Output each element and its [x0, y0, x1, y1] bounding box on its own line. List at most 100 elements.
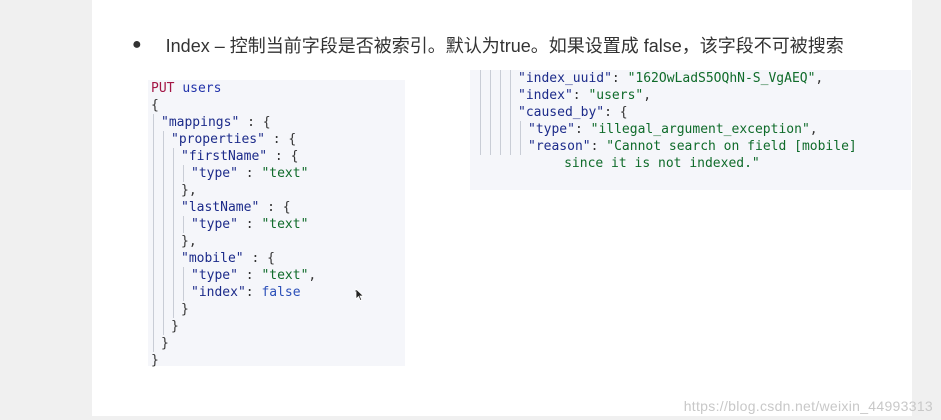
indent-guide	[153, 318, 161, 335]
code-line: "index_uuid": "162OwLadS5OQhN-S_VgAEQ",	[478, 70, 911, 87]
code-token: ,	[308, 268, 317, 283]
code-token: "text"	[261, 217, 309, 232]
indent-guide	[490, 121, 498, 138]
indent-guide	[163, 165, 171, 182]
code-token: :	[572, 88, 589, 103]
bullet-dot-icon: ●	[132, 36, 142, 53]
code-token: users	[182, 81, 222, 96]
indent-guide	[480, 121, 488, 138]
indent-guide	[490, 138, 498, 155]
indent-guide	[490, 104, 498, 121]
code-line: PUT users	[151, 80, 405, 97]
code-token: PUT	[151, 81, 183, 96]
indent-guide	[153, 216, 161, 233]
code-token: "firstName"	[181, 149, 268, 164]
request-code-block: PUT users{"mappings" : {"properties" : {…	[148, 80, 405, 368]
code-token: : {	[604, 105, 628, 120]
indent-guide	[490, 87, 498, 104]
indent-guide	[500, 70, 508, 87]
code-line: "type" : "text"	[151, 165, 405, 182]
indent-guide	[520, 121, 528, 138]
code-token: "type"	[528, 122, 575, 137]
indent-guide	[173, 182, 181, 199]
indent-guide	[173, 199, 181, 216]
indent-guide	[153, 131, 161, 148]
code-line: {	[151, 97, 405, 114]
code-token: "users"	[588, 88, 644, 103]
indent-guide	[520, 138, 528, 155]
code-line: "type" : "text"	[151, 216, 405, 233]
code-token: :	[237, 217, 262, 232]
indent-guide	[153, 335, 161, 352]
code-token: "Cannot search on field [mobile]	[606, 139, 857, 154]
code-line: "mappings" : {	[151, 114, 405, 131]
indent-guide	[183, 267, 191, 284]
indent-guide	[163, 182, 171, 199]
indent-guide	[183, 284, 191, 301]
code-token: "type"	[191, 268, 238, 283]
code-token: },	[181, 234, 197, 249]
code-token: "162OwLadS5OQhN-S_VgAEQ"	[627, 71, 816, 86]
indent-guide	[173, 216, 181, 233]
code-token: ,	[815, 71, 824, 86]
code-line: },	[151, 182, 405, 199]
code-token: }	[161, 336, 169, 351]
indent-guide	[173, 165, 181, 182]
indent-guide	[510, 87, 518, 104]
indent-guide	[183, 165, 191, 182]
indent-guide	[153, 114, 161, 131]
code-token: : {	[259, 200, 291, 215]
indent-guide	[163, 250, 171, 267]
indent-guide	[500, 121, 508, 138]
code-token: },	[181, 183, 197, 198]
indent-guide	[153, 148, 161, 165]
code-token: ,	[809, 122, 818, 137]
code-token: }	[151, 353, 159, 368]
indent-guide	[173, 250, 181, 267]
indent-guide	[163, 216, 171, 233]
indent-guide	[153, 165, 161, 182]
code-token: "type"	[191, 217, 238, 232]
indent-guide	[153, 267, 161, 284]
indent-guide	[163, 284, 171, 301]
indent-guide	[510, 70, 518, 87]
bullet-text: Index – 控制当前字段是否被索引。默认为true。如果设置成 false，…	[165, 36, 844, 56]
watermark-text: https://blog.csdn.net/weixin_44993313	[683, 398, 933, 414]
code-token: }	[181, 302, 189, 317]
indent-guide	[163, 148, 171, 165]
code-line: "caused_by": {	[478, 104, 911, 121]
code-token: "index"	[518, 88, 573, 103]
indent-guide	[153, 199, 161, 216]
code-line: "index": "users",	[478, 87, 911, 104]
slide-page: ● Index – 控制当前字段是否被索引。默认为true。如果设置成 fals…	[92, 0, 912, 416]
code-line: "lastName" : {	[151, 199, 405, 216]
code-token: :	[237, 268, 262, 283]
code-token: "mobile"	[181, 251, 244, 266]
indent-guide	[153, 284, 161, 301]
code-token: : {	[243, 251, 275, 266]
indent-guide	[163, 318, 171, 335]
code-line: "properties" : {	[151, 131, 405, 148]
indent-guide	[163, 199, 171, 216]
code-token: "properties"	[171, 132, 265, 147]
code-token: false	[261, 285, 301, 300]
code-line: "firstName" : {	[151, 148, 405, 165]
code-token: }	[171, 319, 179, 334]
indent-guide	[153, 182, 161, 199]
indent-guide	[500, 87, 508, 104]
code-line: "index": false	[151, 284, 405, 301]
code-token: {	[151, 98, 159, 113]
code-line: "reason": "Cannot search on field [mobil…	[478, 138, 911, 155]
indent-guide	[510, 104, 518, 121]
code-line: "type" : "text",	[151, 267, 405, 284]
indent-guide	[183, 216, 191, 233]
indent-guide	[173, 301, 181, 318]
indent-guide	[500, 104, 508, 121]
code-token: "index"	[191, 285, 246, 300]
code-token: :	[611, 71, 628, 86]
code-line: "mobile" : {	[151, 250, 405, 267]
code-line: since it is not indexed."	[478, 155, 911, 172]
code-line: "type": "illegal_argument_exception",	[478, 121, 911, 138]
indent-guide	[500, 138, 508, 155]
indent-guide	[173, 267, 181, 284]
